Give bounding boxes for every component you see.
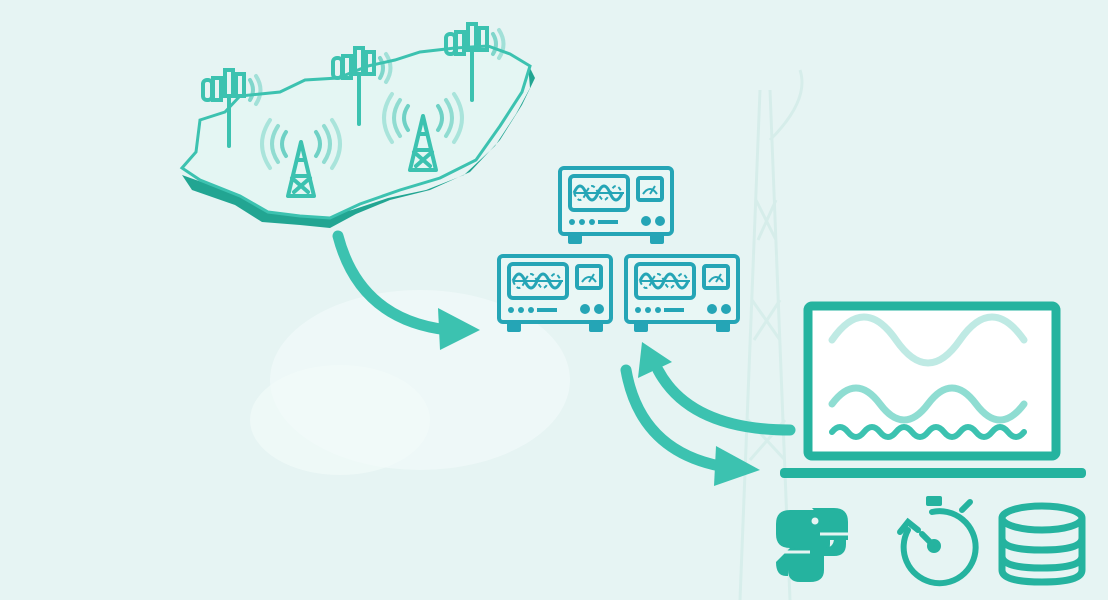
- small-wave: [829, 424, 1027, 440]
- laptop-icon: [780, 301, 1086, 478]
- region-map: [179, 22, 535, 228]
- instrument-stack: [497, 166, 740, 332]
- stopwatch-icon: [897, 496, 979, 587]
- background-decoration: [250, 69, 804, 600]
- signal-analyzer-icon: [497, 254, 613, 332]
- arrow-to-instruments: [332, 230, 480, 350]
- database-icon: [998, 502, 1086, 586]
- signal-analyzer-icon: [558, 166, 674, 244]
- signal-analyzer-icon: [624, 254, 740, 332]
- python-logo-icon: [776, 508, 850, 582]
- large-wave: [828, 313, 1028, 367]
- medium-wave: [828, 384, 1028, 424]
- arrow-to-computer: [620, 364, 760, 486]
- arrow-to-instruments-from-computer: [638, 342, 796, 436]
